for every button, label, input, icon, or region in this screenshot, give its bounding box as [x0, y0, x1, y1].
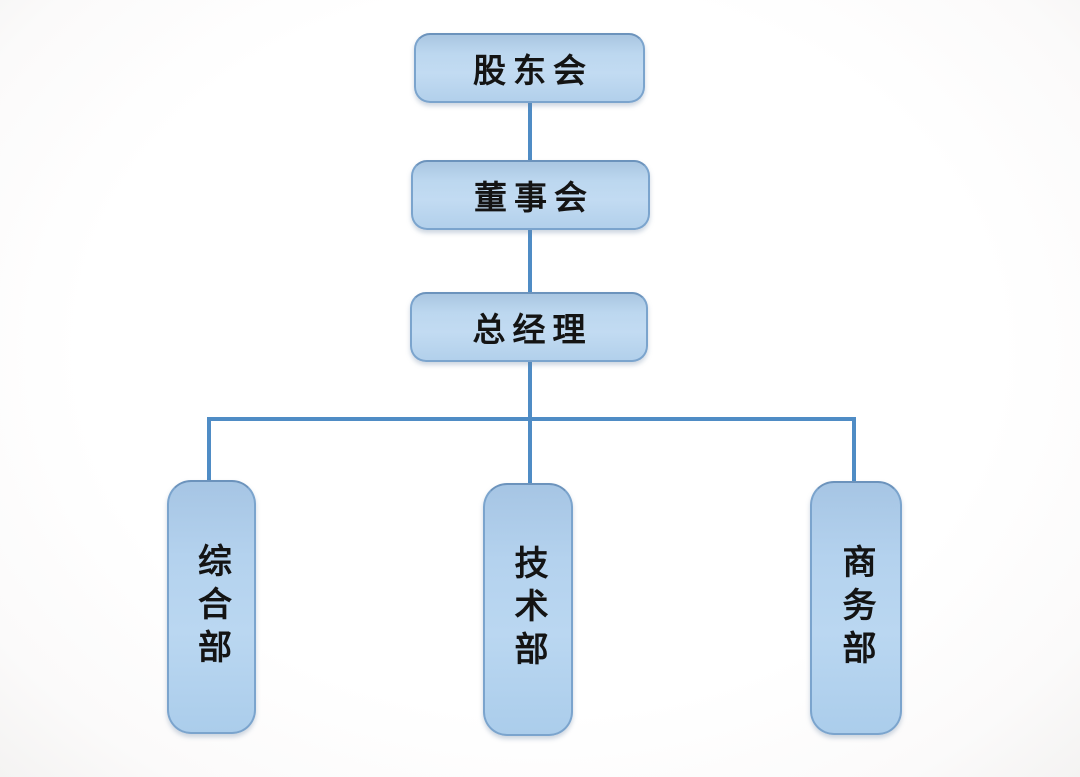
node-general-manager: 总经理 — [410, 292, 648, 362]
node-shareholders-label: 股东会 — [473, 51, 593, 90]
node-gm-label: 总经理 — [472, 310, 593, 349]
connector-gm-branch — [528, 360, 532, 419]
node-board-of-directors: 董事会 — [411, 160, 650, 230]
node-technical-dept: 技术部 — [483, 483, 573, 736]
connector-drop-business — [852, 419, 856, 483]
business-dept-label: 商务部 — [836, 543, 876, 673]
connector-shareholders-board — [528, 101, 532, 162]
technical-dept-label: 技术部 — [508, 545, 548, 674]
connector-drop-general-affairs — [207, 419, 211, 482]
node-board-label: 董事会 — [474, 178, 594, 217]
node-general-affairs-dept: 综合部 — [167, 480, 256, 734]
node-shareholders-meeting: 股东会 — [414, 33, 645, 103]
general-affairs-dept-label: 综合部 — [191, 542, 232, 672]
connector-drop-technical — [528, 419, 532, 485]
connector-board-gm — [528, 228, 532, 294]
node-business-dept: 商务部 — [810, 481, 902, 735]
